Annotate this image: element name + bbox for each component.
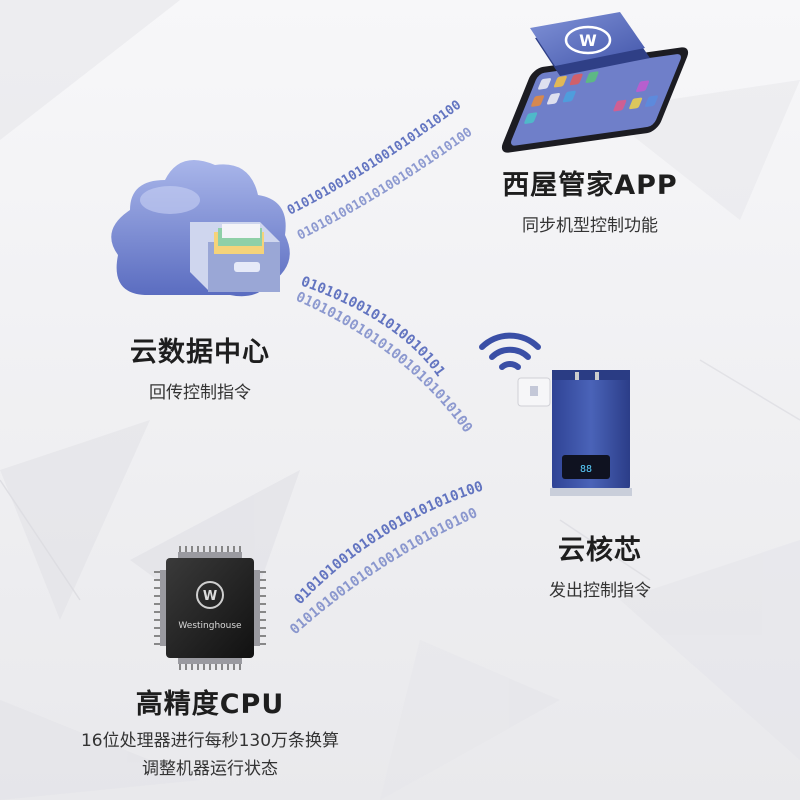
svg-text:W: W <box>579 31 597 50</box>
core-subtitle: 发出控制指令 <box>549 581 651 601</box>
westinghouse-app-tile-icon: W <box>530 12 650 76</box>
cloud-data-center-icon <box>111 160 290 297</box>
water-heater-icon: 88 <box>517 370 632 496</box>
cpu-chip-icon: W Westinghouse <box>154 546 266 670</box>
smartphone-icon: W <box>501 12 689 153</box>
svg-text:88: 88 <box>580 464 592 475</box>
app-title: 西屋管家APP <box>502 170 678 201</box>
node-core: 云核芯 发出控制指令 <box>480 528 720 605</box>
cloud-subtitle: 回传控制指令 <box>149 383 251 403</box>
node-cloud: 云数据中心 回传控制指令 <box>80 330 320 407</box>
cpu-subtitle: 16位处理器进行每秒130万条换算 调整机器运行状态 <box>30 727 390 783</box>
app-subtitle: 同步机型控制功能 <box>522 216 658 236</box>
cloud-title: 云数据中心 <box>130 337 270 368</box>
wifi-signal-icon <box>479 332 541 370</box>
core-title: 云核芯 <box>558 535 642 566</box>
cpu-title: 高精度CPU <box>135 689 285 720</box>
cpu-subtitle-line1: 16位处理器进行每秒130万条换算 <box>80 731 340 751</box>
cpu-subtitle-line2: 调整机器运行状态 <box>142 759 278 779</box>
node-app: 西屋管家APP 同步机型控制功能 <box>460 163 720 240</box>
node-cpu: 高精度CPU 16位处理器进行每秒130万条换算 调整机器运行状态 <box>30 682 390 783</box>
svg-text:W: W <box>203 589 217 604</box>
chip-brand-label: Westinghouse <box>178 621 242 631</box>
